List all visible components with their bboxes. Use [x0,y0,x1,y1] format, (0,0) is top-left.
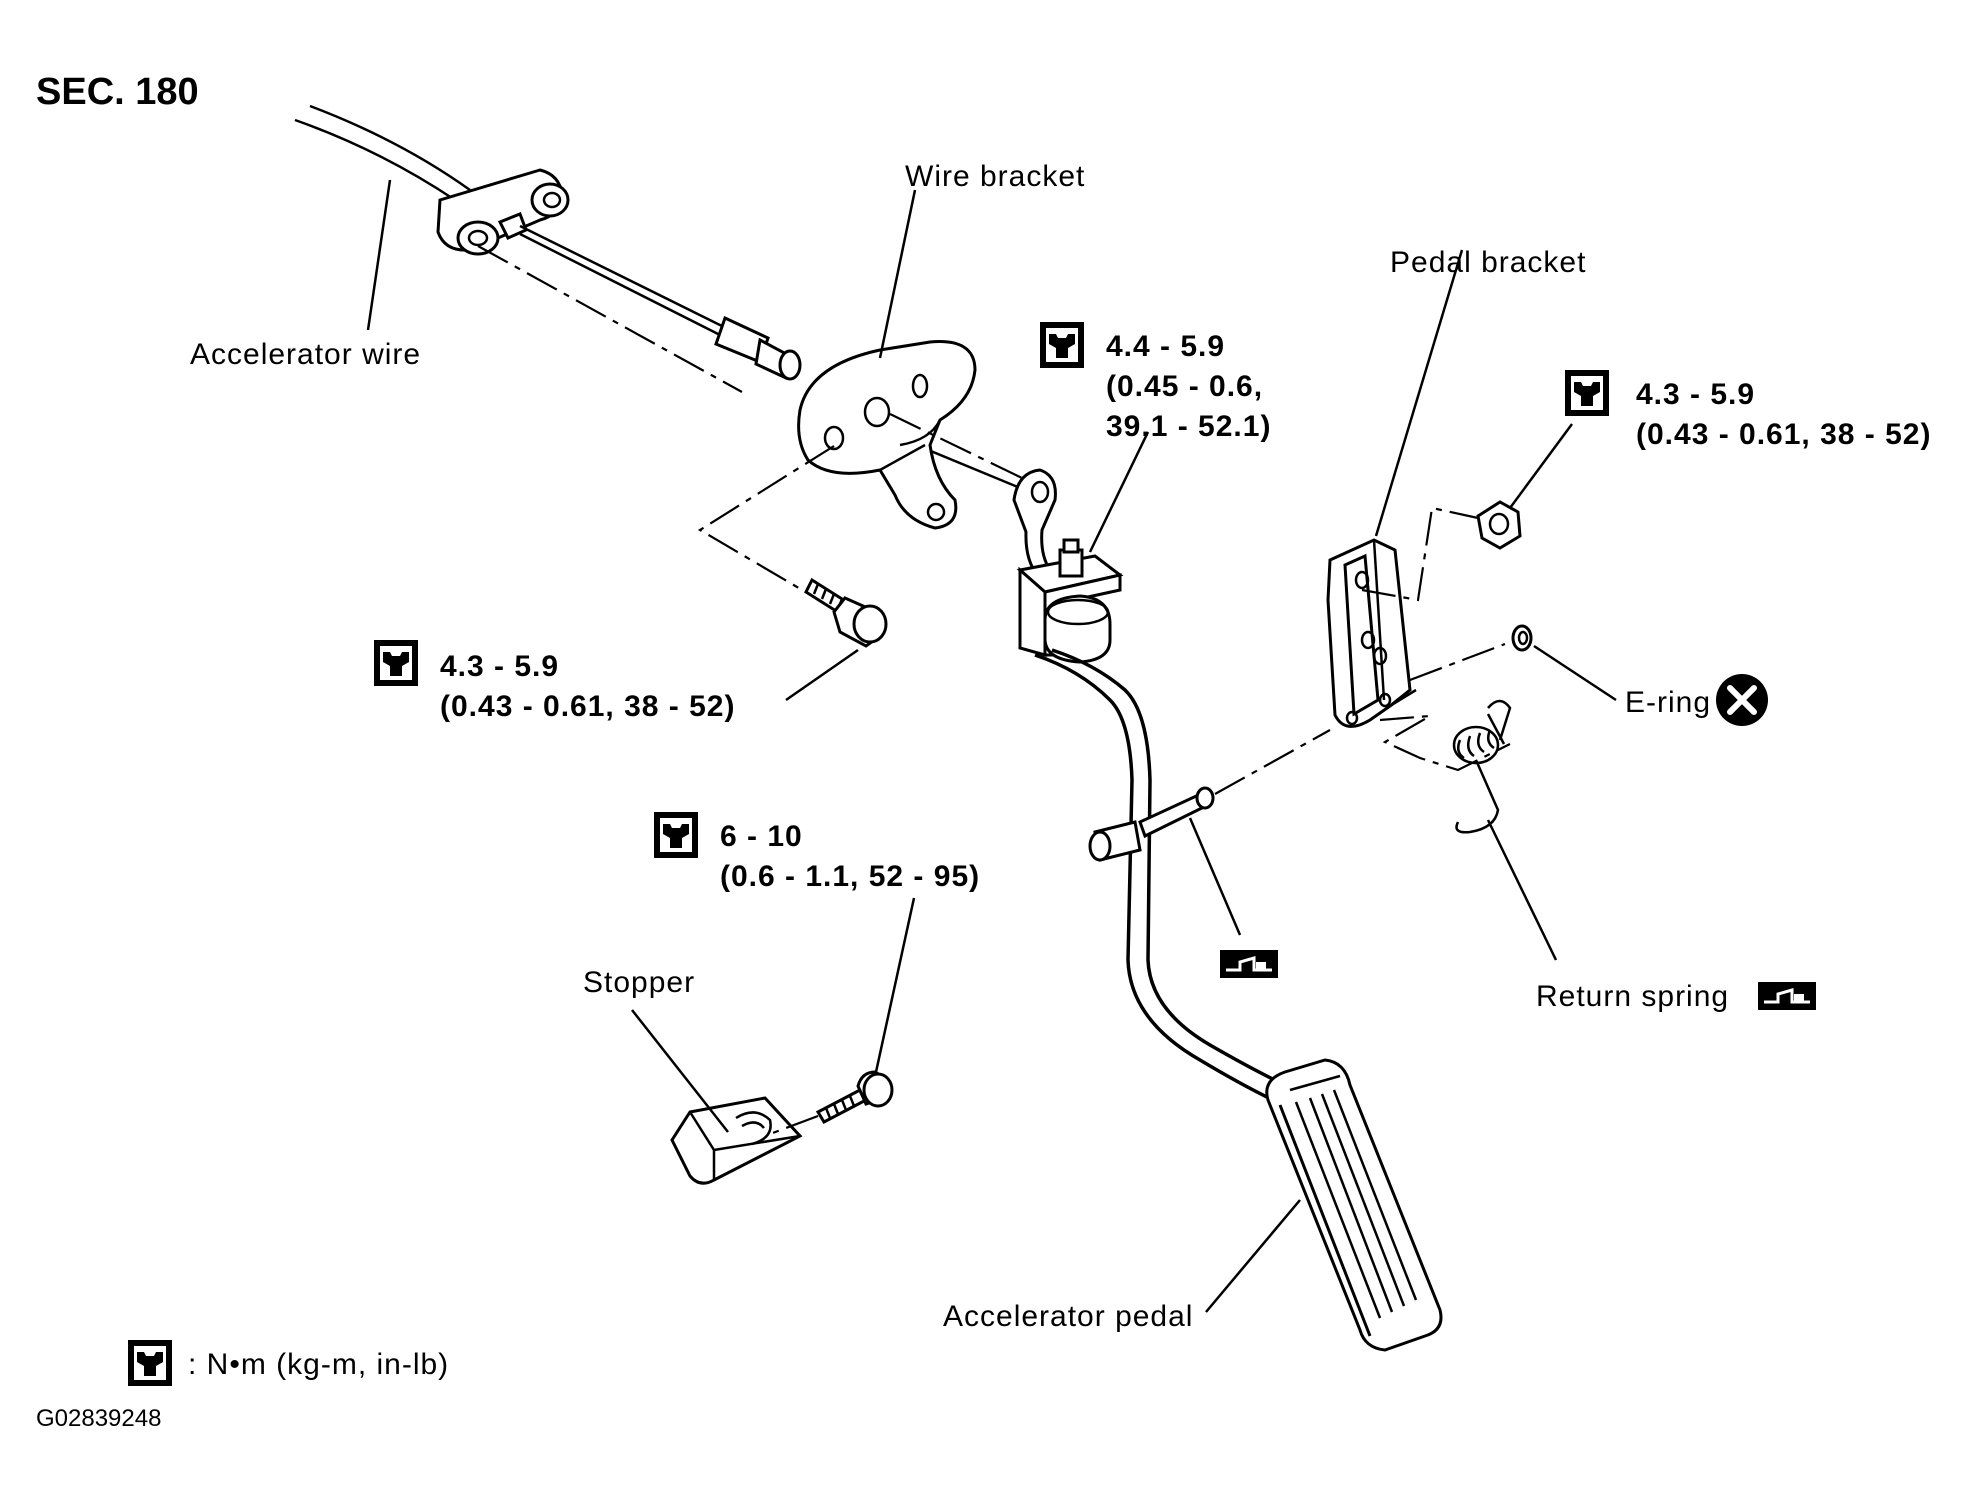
accelerator-wire-label: Accelerator wire [190,338,421,371]
torque-wrench-icon [374,640,418,686]
pedal-arm [1012,468,1301,1110]
return-spring [1452,699,1512,834]
wire-bracket-bolt-leader [785,648,859,702]
e-ring [1511,624,1533,652]
return-spring-label: Return spring [1536,980,1729,1013]
pedal-bracket-nut-leader [1508,423,1574,509]
stopper [670,1096,803,1185]
torque-wrench-icon [654,812,698,858]
torque-value-range: 4.3 - 5.9 [440,650,559,683]
return-spring-leader [1486,819,1558,961]
torque-value-detail: (0.45 - 0.6, [1106,370,1263,403]
grease-gun-icon [1756,980,1818,1012]
pedal-arm-nut-leader [1088,431,1150,553]
torque-value-range: 6 - 10 [720,820,803,853]
stopper-label: Stopper [583,966,695,999]
wire-bracket-label: Wire bracket [905,160,1085,193]
torque-wrench-icon [128,1340,172,1386]
torque-value-detail: (0.6 - 1.1, 52 - 95) [720,860,980,893]
torque-legend-text: : N•m (kg-m, in-lb) [188,1348,449,1381]
torque-stopper-bolt: 6 - 10 (0.6 - 1.1, 52 - 95) [654,812,980,893]
torque-value-detail: (0.43 - 0.61, 38 - 52) [440,690,736,723]
accelerator-pedal-leader [1205,1199,1301,1313]
torque-wire-bracket-bolt: 4.3 - 5.9 (0.43 - 0.61, 38 - 52) [374,640,736,723]
torque-wrench-icon [1565,370,1609,416]
pedal-bracket [1326,538,1417,728]
stopper-leader [631,1009,729,1133]
torque-value-detail: (0.43 - 0.61, 38 - 52) [1636,418,1932,451]
pedal-bracket-label: Pedal bracket [1390,246,1586,279]
pedal-bracket-leader [1374,249,1464,537]
torque-pedal-bracket-nut: 4.3 - 5.9 (0.43 - 0.61, 38 - 52) [1565,370,1932,451]
do-not-reuse-icon [1716,674,1768,726]
accelerator-pedal-label: Accelerator pedal [943,1300,1193,1333]
grease-gun-icon [1218,948,1280,980]
accelerator-wire-leader [366,179,392,331]
stopper-bolt [815,1070,894,1124]
figure-code: G02839248 [36,1405,161,1432]
pedal-bracket-nut [1476,500,1522,550]
e-ring-leader [1533,644,1617,702]
accelerator-pedal [1265,1058,1443,1352]
wire-bracket-leader [878,189,917,359]
e-ring-label: E-ring [1625,686,1711,719]
stopper-bolt-leader [874,897,916,1073]
pivot-pin [1138,786,1215,839]
wire-bracket-bolt [804,577,888,648]
torque-wrench-icon [1040,322,1084,368]
torque-value-detail: 39.1 - 52.1) [1106,410,1271,443]
pivot-pin-leader [1188,817,1242,936]
torque-value-range: 4.3 - 5.9 [1636,378,1755,411]
torque-legend: : N•m (kg-m, in-lb) [128,1340,449,1386]
torque-pedal-arm-nut: 4.4 - 5.9 (0.45 - 0.6, 39.1 - 52.1) [1040,322,1271,443]
torque-value-range: 4.4 - 5.9 [1106,330,1225,363]
section-title: SEC. 180 [36,71,199,113]
wire-bracket [797,340,977,530]
